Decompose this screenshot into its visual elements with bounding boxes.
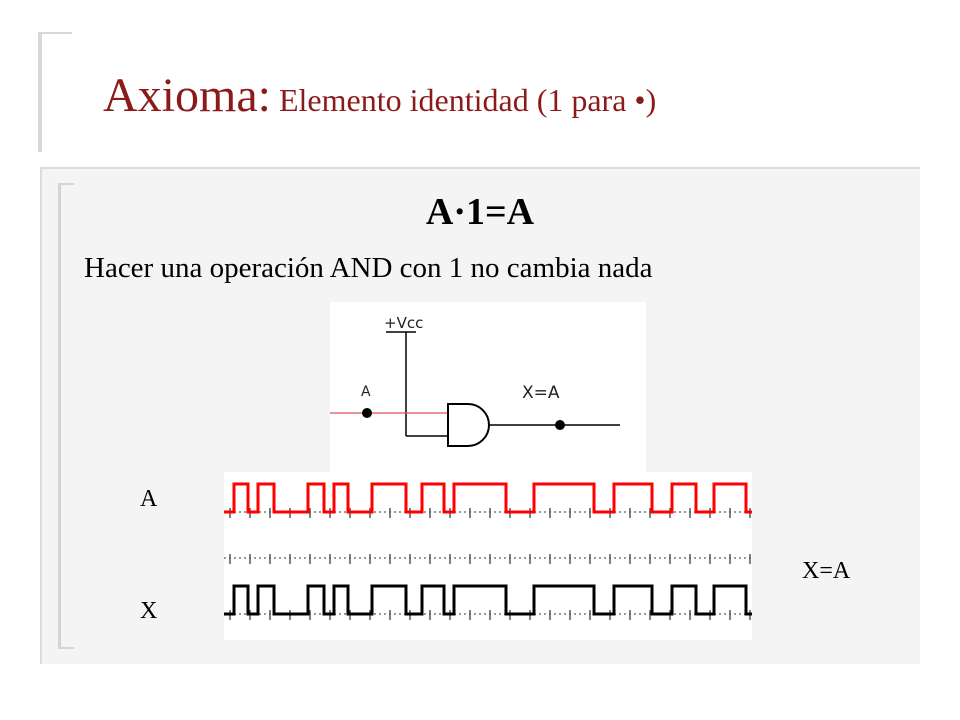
and-gate-symbol xyxy=(447,403,490,447)
axiom-equation: A·1=A xyxy=(425,191,535,233)
title-bracket-decoration xyxy=(38,32,72,152)
timing-diagram xyxy=(224,472,752,640)
waveform-a xyxy=(224,482,752,514)
title-main: Axioma: xyxy=(103,69,271,122)
content-bracket-decoration xyxy=(58,183,74,649)
waveform-label-x: X xyxy=(140,598,158,624)
slide-title: Axioma: Elemento identidad (1 para •) xyxy=(103,68,656,123)
and-gate-circuit-diagram: +Vcc A X=A xyxy=(330,302,646,472)
waveform-label-result: X=A xyxy=(802,558,851,584)
waveform-label-a: A xyxy=(140,486,158,512)
vcc-label: +Vcc xyxy=(384,314,423,332)
input-a-label: A xyxy=(361,384,371,400)
output-node xyxy=(555,420,565,430)
axiom-description: Hacer una operación AND con 1 no cambia … xyxy=(84,252,653,284)
output-label: X=A xyxy=(522,383,560,403)
waveform-x xyxy=(224,584,752,616)
input-a-node xyxy=(362,408,372,418)
title-subtitle: Elemento identidad (1 para •) xyxy=(278,82,657,118)
